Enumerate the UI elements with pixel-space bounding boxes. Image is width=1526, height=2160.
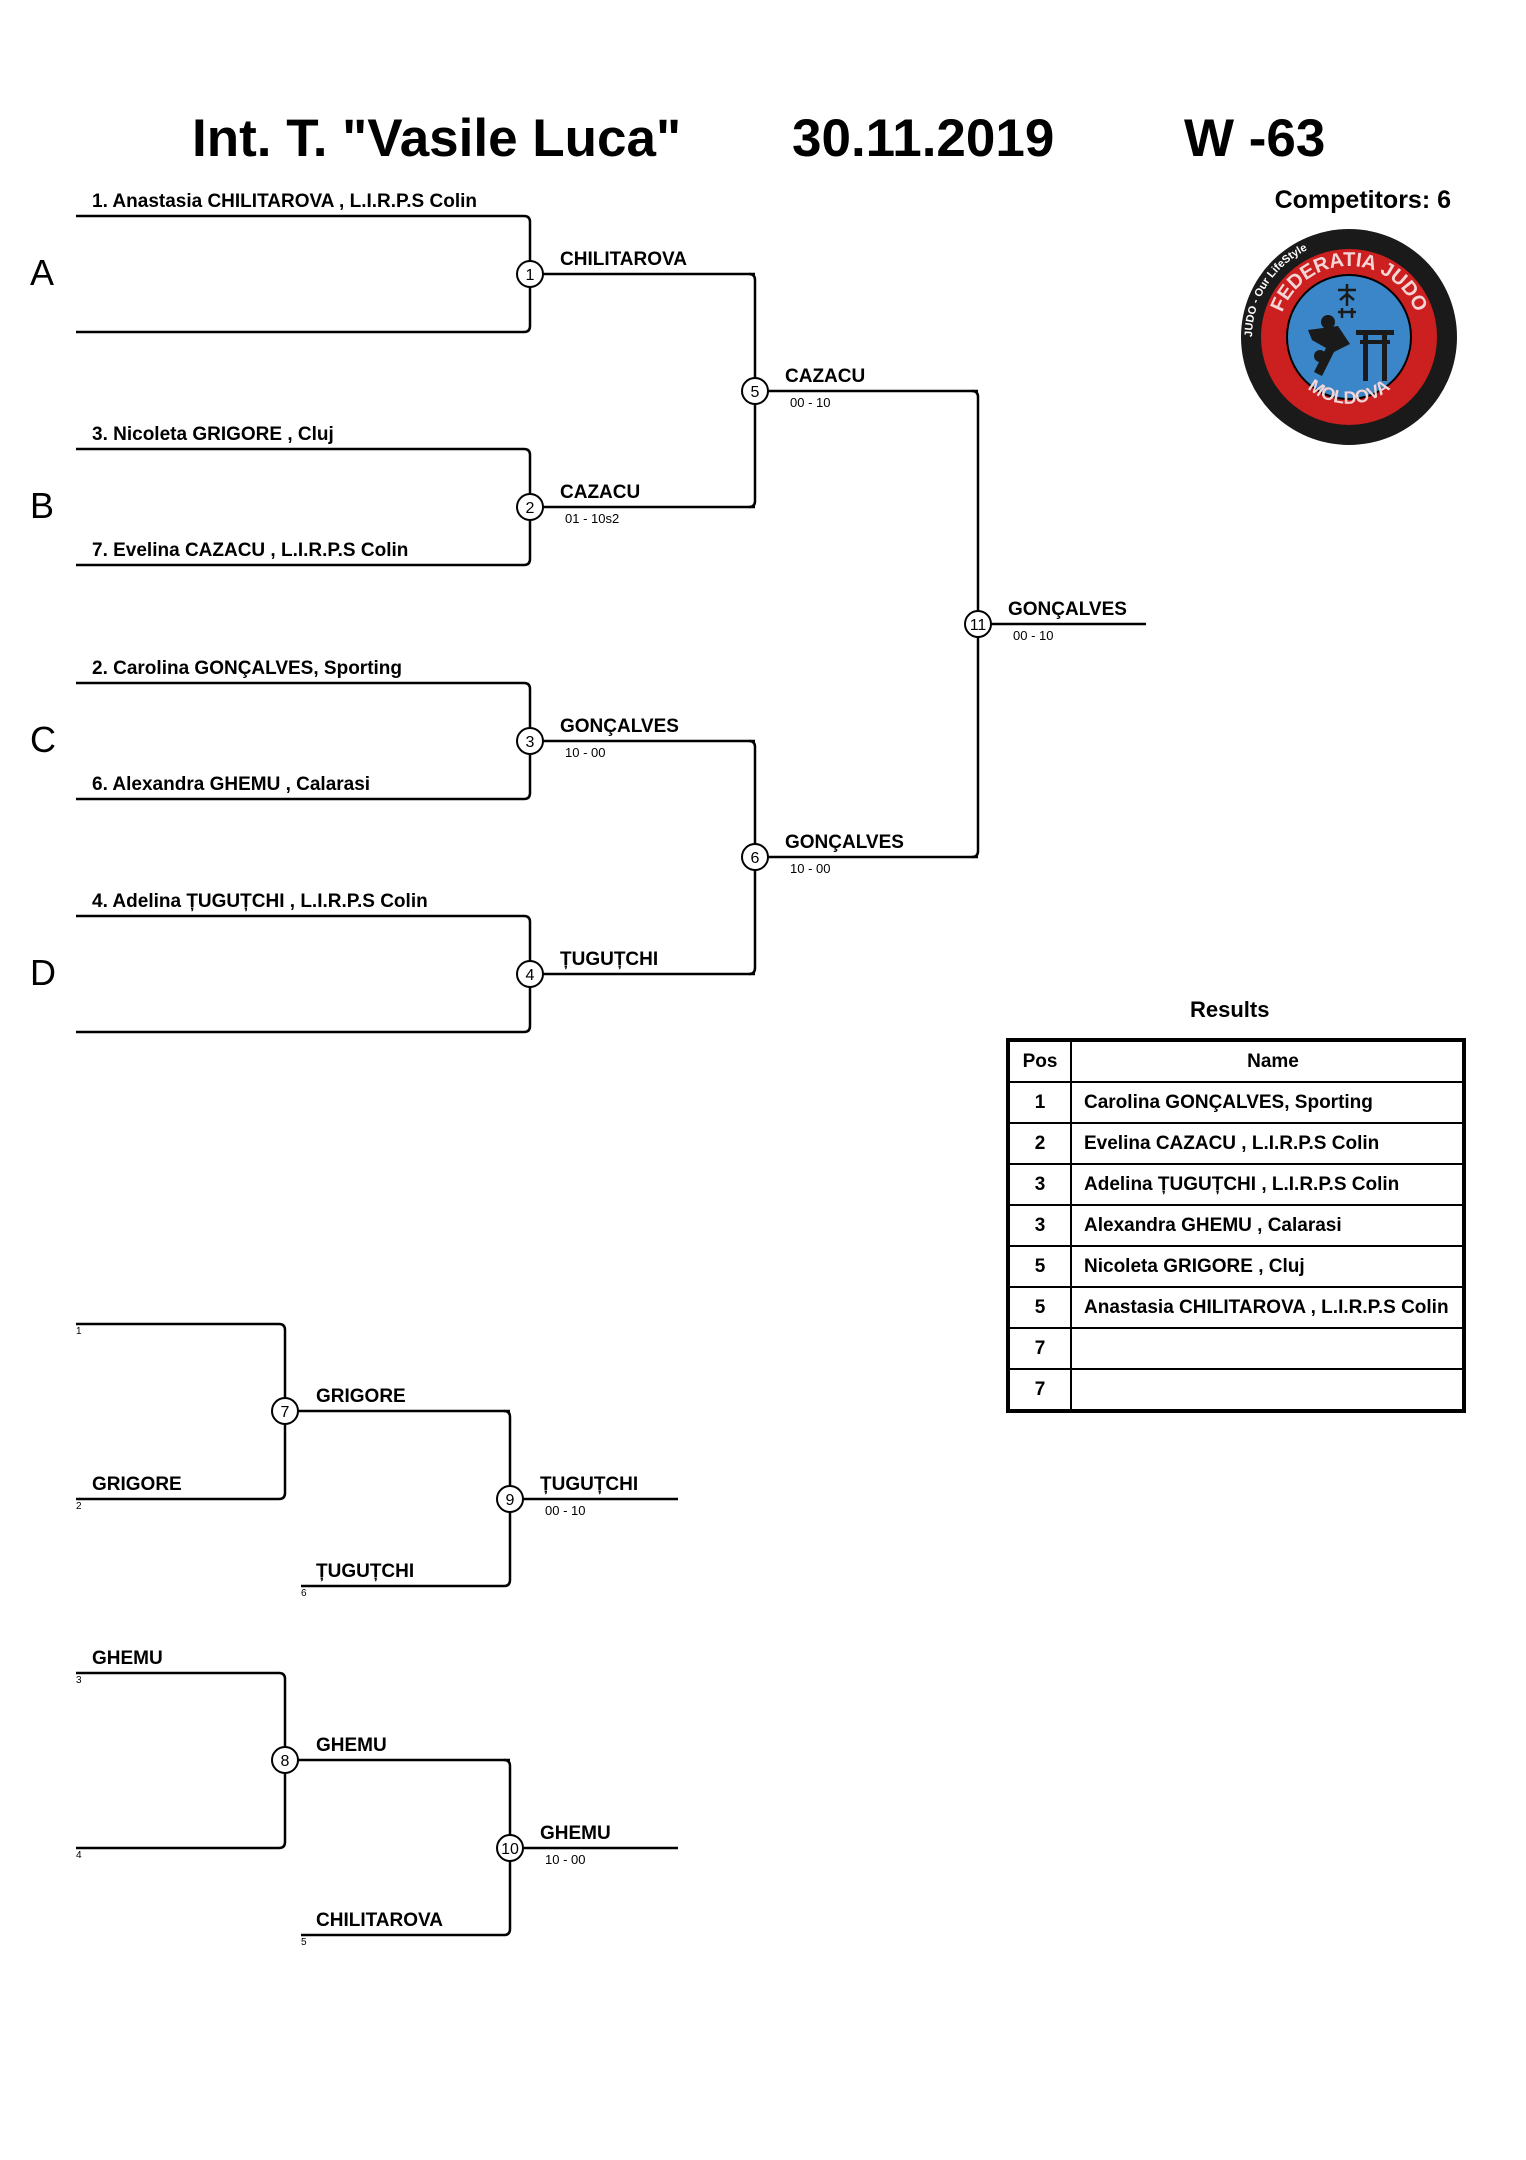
- repechage-entry: ȚUGUȚCHI: [316, 1561, 415, 1582]
- entry-name: 7. Evelina CAZACU , L.I.R.P.S Colin: [92, 540, 409, 561]
- pool-letter-a: A: [30, 252, 55, 293]
- match-winner: CHILITAROVA: [560, 249, 688, 270]
- result-pos: 3: [1007, 1204, 1072, 1247]
- match-score: 10 - 00: [545, 1852, 586, 1867]
- match-winner: ȚUGUȚCHI: [560, 949, 659, 970]
- result-name: Carolina GONÇALVES, Sporting: [1070, 1081, 1465, 1124]
- result-pos: 5: [1007, 1245, 1072, 1288]
- name-header: Name: [1070, 1039, 1465, 1083]
- entry-name: 1. Anastasia CHILITAROVA , L.I.R.P.S Col…: [92, 191, 477, 212]
- match-number: 5: [751, 384, 760, 401]
- entry-name: 4. Adelina ȚUGUȚCHI , L.I.R.P.S Colin: [92, 891, 428, 912]
- pool-letter-d: D: [30, 952, 56, 993]
- repechage-entry: CHILITAROVA: [316, 1910, 444, 1931]
- repechage-entry: GRIGORE: [92, 1474, 182, 1495]
- kanji-icon: [1338, 284, 1356, 318]
- competitors-count: Competitors: 6: [1274, 186, 1451, 214]
- pos-header: Pos: [1007, 1039, 1072, 1083]
- final-score: 00 - 10: [1013, 628, 1054, 643]
- result-name: Alexandra GHEMU , Calarasi: [1070, 1204, 1465, 1247]
- table-row: 1 Carolina GONÇALVES, Sporting: [1007, 1081, 1465, 1124]
- table-row: 2 Evelina CAZACU , L.I.R.P.S Colin: [1007, 1122, 1465, 1165]
- match-winner: CAZACU: [785, 366, 866, 387]
- table-row: 7: [1007, 1327, 1465, 1370]
- match-10-lines: [301, 1758, 678, 1937]
- repechage-seed: 2: [76, 1501, 82, 1512]
- match-number: 3: [526, 734, 535, 751]
- match-score: 01 - 10s2: [565, 511, 620, 526]
- federation-logo: JUDO - Our LifeStyle FEDERATIA JUDO MOLD…: [1241, 229, 1457, 445]
- results-header-row: Pos Name: [1007, 1039, 1465, 1083]
- entry-name: 3. Nicoleta GRIGORE , Cluj: [92, 424, 334, 445]
- pool-letter-c: C: [30, 719, 56, 760]
- result-pos: 5: [1007, 1286, 1072, 1329]
- pool-letter-b: B: [30, 485, 55, 526]
- event-date: 30.11.2019: [792, 109, 1055, 168]
- match-winner: GHEMU: [540, 1823, 611, 1844]
- entry-name: 2. Carolina GONÇALVES, Sporting: [92, 658, 403, 679]
- entry-name: 6. Alexandra GHEMU , Calarasi: [92, 774, 371, 795]
- results-table: Pos Name 1 Carolina GONÇALVES, Sporting …: [1006, 1038, 1466, 1413]
- match-number: 8: [281, 1753, 290, 1770]
- match-winner: ȚUGUȚCHI: [540, 1474, 639, 1495]
- match-number: 1: [526, 267, 535, 284]
- repechage-seed: 4: [76, 1850, 82, 1861]
- match-number: 11: [970, 617, 987, 634]
- match-1-lines: [76, 214, 755, 334]
- result-name: [1070, 1327, 1465, 1370]
- match-4-lines: [76, 914, 755, 1034]
- match-5-lines: [748, 272, 978, 509]
- result-name: Evelina CAZACU , L.I.R.P.S Colin: [1070, 1122, 1465, 1165]
- match-6-lines: [748, 739, 978, 976]
- match-number: 10: [501, 1841, 519, 1858]
- final-winner: GONÇALVES: [1008, 599, 1127, 620]
- match-winner: GRIGORE: [316, 1386, 406, 1407]
- match-number: 6: [751, 850, 760, 867]
- repechage-seed: 6: [301, 1588, 307, 1599]
- result-pos: 1: [1007, 1081, 1072, 1124]
- event-title: Int. T. "Vasile Luca": [192, 109, 682, 168]
- result-pos: 3: [1007, 1163, 1072, 1206]
- torii-gate-icon: [1356, 330, 1394, 381]
- match-score: 10 - 00: [565, 745, 606, 760]
- match-number: 2: [526, 500, 535, 517]
- result-name: Adelina ȚUGUȚCHI , L.I.R.P.S Colin: [1070, 1163, 1465, 1206]
- repechage-seed: 5: [301, 1937, 307, 1948]
- result-pos: 7: [1007, 1327, 1072, 1370]
- table-row: 3 Adelina ȚUGUȚCHI , L.I.R.P.S Colin: [1007, 1163, 1465, 1206]
- result-name: Nicoleta GRIGORE , Cluj: [1070, 1245, 1465, 1288]
- repechage-entry: GHEMU: [92, 1648, 163, 1669]
- match-winner: GHEMU: [316, 1735, 387, 1756]
- match-score: 00 - 10: [790, 395, 831, 410]
- judoka-icon: [1308, 315, 1350, 376]
- weight-category: W -63: [1184, 109, 1326, 168]
- match-number: 9: [506, 1492, 515, 1509]
- repechage-seed: 1: [76, 1326, 82, 1337]
- match-number: 7: [281, 1404, 290, 1421]
- result-pos: 2: [1007, 1122, 1072, 1165]
- match-9-lines: [301, 1409, 678, 1588]
- match-11-lines: [971, 389, 1146, 859]
- match-number: 4: [526, 967, 535, 984]
- match-winner: GONÇALVES: [560, 716, 679, 737]
- table-row: 5 Nicoleta GRIGORE , Cluj: [1007, 1245, 1465, 1288]
- results-title: Results: [1190, 997, 1270, 1022]
- match-winner: CAZACU: [560, 482, 641, 503]
- match-winner: GONÇALVES: [785, 832, 904, 853]
- table-row: 7: [1007, 1368, 1465, 1412]
- result-name: [1070, 1368, 1465, 1412]
- table-row: 3 Alexandra GHEMU , Calarasi: [1007, 1204, 1465, 1247]
- table-row: 5 Anastasia CHILITAROVA , L.I.R.P.S Coli…: [1007, 1286, 1465, 1329]
- result-name: Anastasia CHILITAROVA , L.I.R.P.S Colin: [1070, 1286, 1465, 1329]
- repechage-seed: 3: [76, 1675, 82, 1686]
- match-score: 00 - 10: [545, 1503, 586, 1518]
- result-pos: 7: [1007, 1368, 1072, 1412]
- match-score: 10 - 00: [790, 861, 831, 876]
